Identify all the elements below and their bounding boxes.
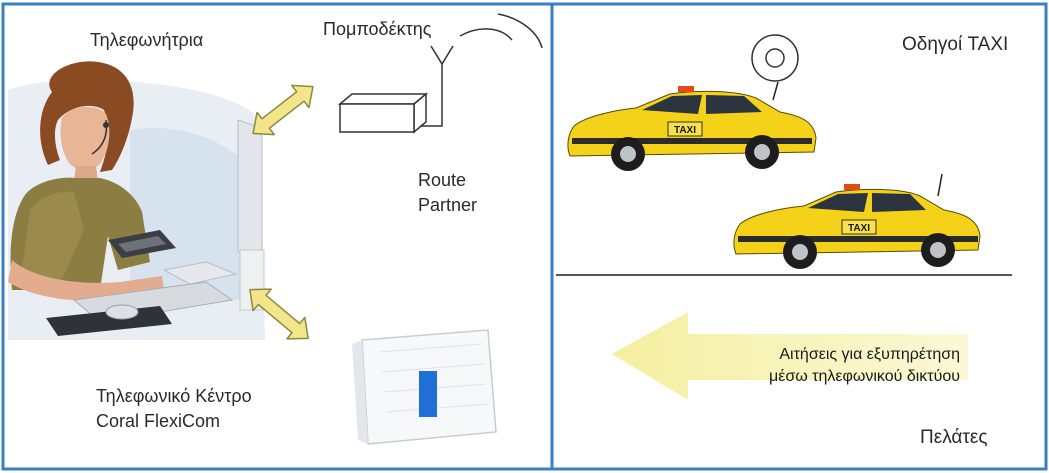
double-arrow-operator-transceiver [252, 84, 314, 136]
monitor [237, 119, 265, 311]
route-partner-label: Route Partner [418, 168, 477, 218]
requests-label: Αιτήσεις για εξυπηρέτηση μέσω τηλεφωνικο… [698, 344, 960, 388]
requests-line1: Αιτήσεις για εξυπηρέτηση [779, 346, 960, 363]
pbx-blue-stripe [419, 371, 437, 417]
transceiver-device [337, 45, 454, 134]
double-arrow-operator-pbx [249, 288, 309, 340]
pbx-unit [352, 329, 497, 445]
taxi-car-2: TAXI [733, 173, 981, 269]
drivers-label: Οδηγοί TAXI [902, 34, 1009, 55]
operator-label: Τηλεφωνήτρια [90, 30, 204, 50]
radio-waves [459, 13, 543, 49]
requests-line2: μέσω τηλεφωνικού δικτύου [768, 368, 960, 385]
broadcast-icon [751, 34, 799, 82]
pbx-label-line1: Τηλεφωνικό Κέντρο [96, 386, 252, 406]
pbx-label: Τηλεφωνικό Κέντρο Coral FlexiCom [96, 384, 252, 434]
taxi-sign-2: TAXI [848, 223, 870, 234]
taxi-car-1: TAXI [567, 81, 817, 171]
requests-arrow [612, 312, 968, 400]
route-partner-line1: Route [418, 170, 467, 190]
transceiver-label: Πομποδέκτης [323, 19, 432, 39]
route-partner-line2: Partner [418, 195, 478, 215]
taxi-sign-1: TAXI [674, 125, 696, 136]
pbx-label-line2: Coral FlexiCom [96, 411, 221, 431]
operator-photo [8, 61, 265, 340]
customers-label: Πελάτες [920, 427, 988, 448]
